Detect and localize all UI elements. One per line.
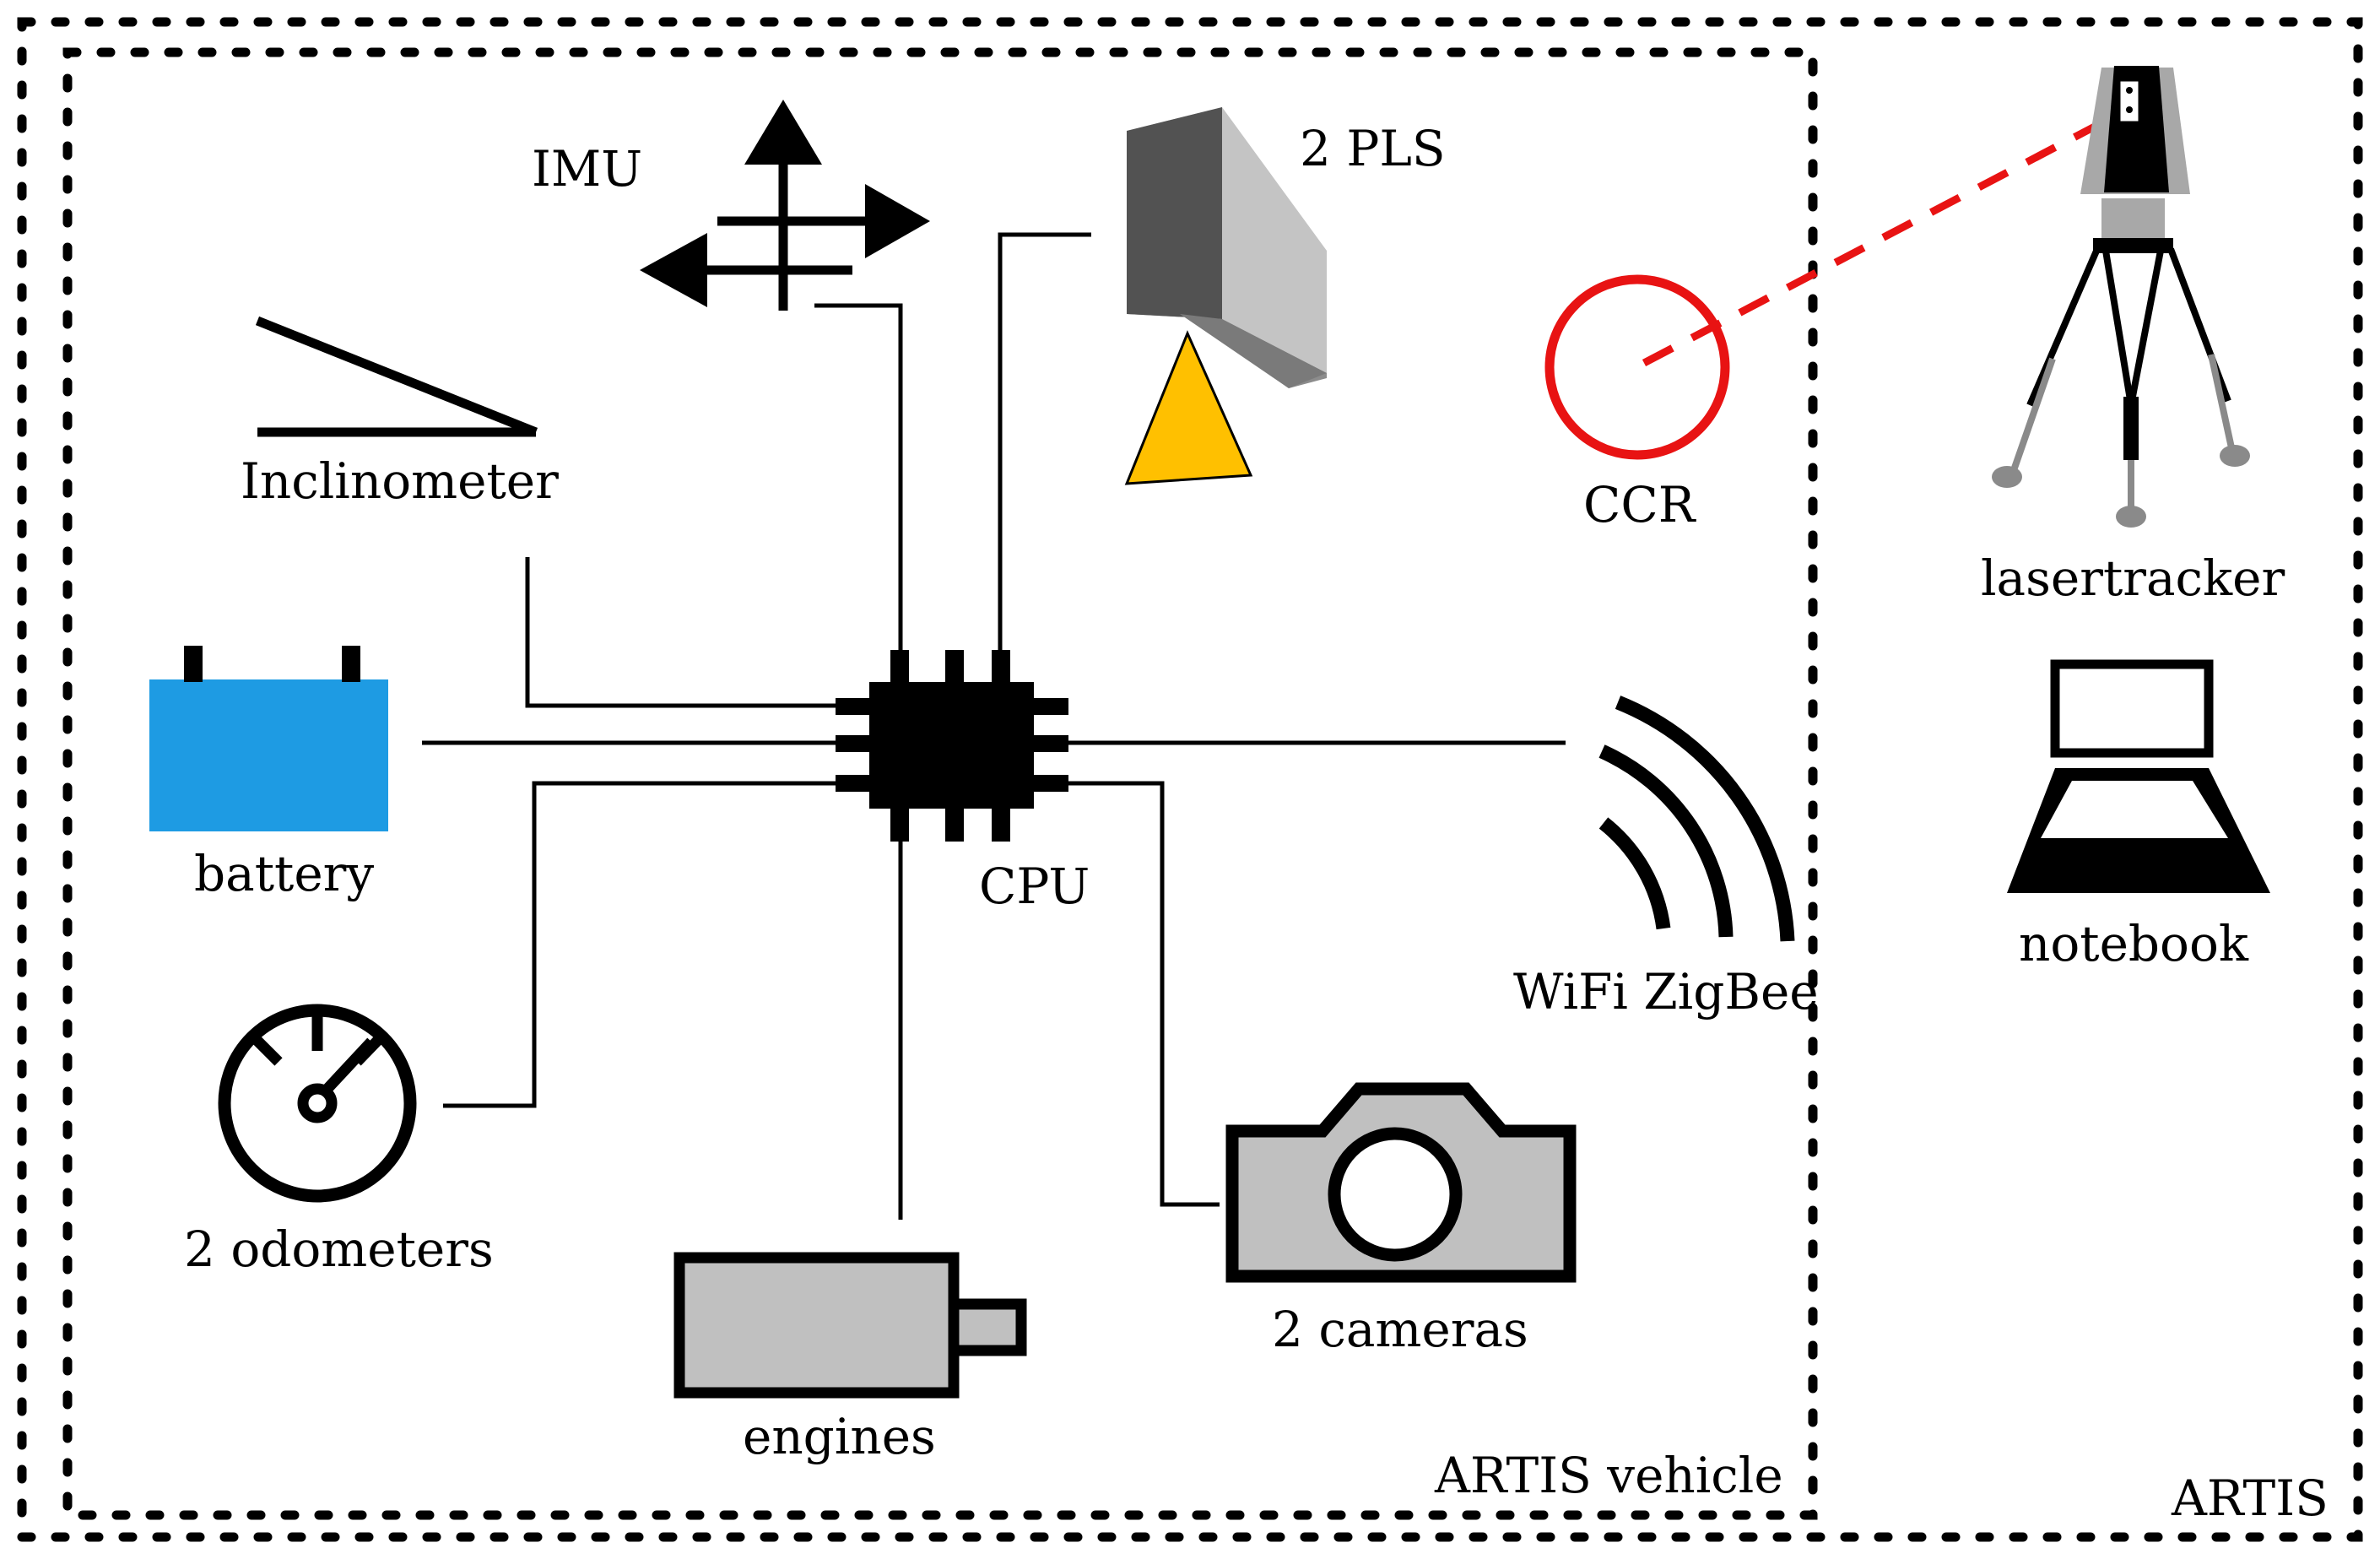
- odometer-gauge-icon: [218, 1004, 417, 1203]
- wifi-signal-icon: [1598, 696, 1795, 942]
- label-lasertracker: lasertracker: [1981, 549, 2285, 607]
- wire-inclinometer: [525, 557, 836, 708]
- wire-odometers: [443, 781, 836, 1108]
- notebook-laptop-icon: [2007, 659, 2270, 893]
- label-odometers: 2 odometers: [184, 1221, 494, 1278]
- label-cameras: 2 cameras: [1272, 1301, 1528, 1358]
- ccr-retroreflector-icon: [1544, 106, 2129, 460]
- engine-icon: [673, 1252, 1027, 1399]
- label-artis-vehicle: ARTIS vehicle: [1434, 1447, 1783, 1504]
- wire-cameras: [1065, 781, 1220, 1207]
- label-cpu: CPU: [979, 858, 1090, 915]
- wire-pls: [998, 232, 1091, 654]
- inclinometer-icon: [255, 316, 538, 437]
- label-pls: 2 PLS: [1300, 120, 1446, 177]
- label-ccr: CCR: [1583, 476, 1697, 533]
- cpu-chip: [836, 650, 1068, 842]
- camera-icon: [1225, 1082, 1577, 1283]
- label-imu: IMU: [532, 140, 642, 198]
- pls-scanner-icon: [1124, 107, 1327, 485]
- lasertracker-icon: [1992, 66, 2250, 528]
- wire-imu: [814, 303, 903, 654]
- label-inclinometer: Inclinometer: [241, 452, 559, 510]
- label-engines: engines: [743, 1408, 936, 1465]
- label-notebook: notebook: [2019, 915, 2249, 972]
- wires: [422, 232, 1566, 1220]
- label-wifi: WiFi ZigBee: [1513, 963, 1819, 1020]
- imu-arrows-icon: [640, 100, 930, 311]
- laser-beam: [1642, 106, 2129, 366]
- label-battery: battery: [194, 845, 374, 902]
- label-artis: ARTIS: [2171, 1470, 2329, 1527]
- battery-icon: [149, 646, 388, 831]
- artis-vehicle-boundary: [62, 47, 1818, 1520]
